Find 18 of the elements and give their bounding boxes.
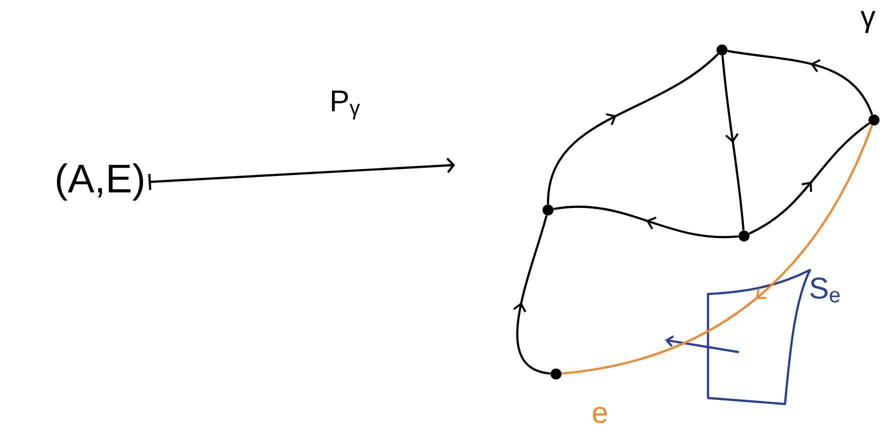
graph-label: γ bbox=[860, 10, 876, 34]
vertex-dot bbox=[868, 114, 880, 126]
graph-edge bbox=[721, 55, 745, 231]
edge-label: P$_{γ}$ bbox=[328, 90, 362, 120]
edge-label: e bbox=[590, 406, 610, 424]
graph-edge bbox=[727, 50, 873, 115]
graph-edge bbox=[513, 215, 551, 375]
vertex-dot bbox=[550, 368, 562, 380]
maps-to-arrow bbox=[148, 158, 455, 190]
vertex-dot bbox=[738, 230, 750, 242]
formula-text: (A,E) bbox=[56, 163, 144, 201]
graph-edge bbox=[546, 54, 718, 204]
graph-edge bbox=[561, 125, 873, 375]
vertex-dot bbox=[542, 204, 554, 216]
graph-edge bbox=[553, 206, 739, 238]
surface-label: S$_{e}$ bbox=[810, 278, 840, 302]
graph-edge bbox=[748, 122, 870, 234]
vertex-dot bbox=[716, 44, 728, 56]
